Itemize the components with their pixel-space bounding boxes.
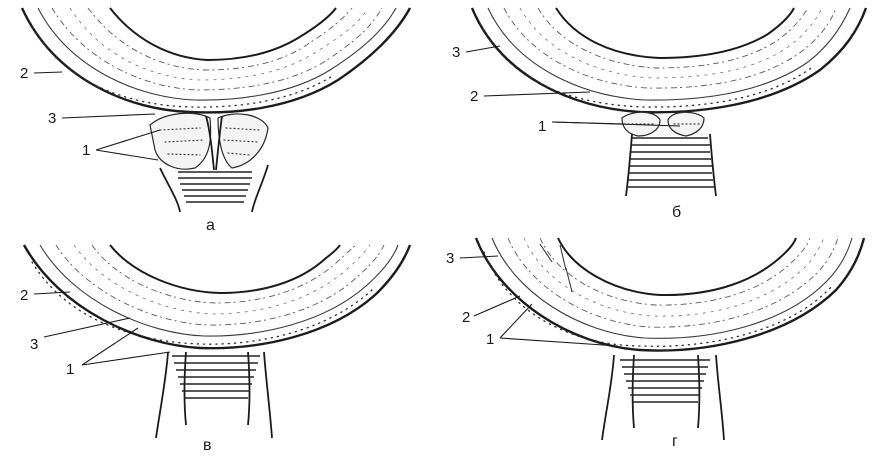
panel-b: 3 2 1 б bbox=[452, 8, 866, 221]
panel-c: 2 3 1 в bbox=[20, 245, 410, 453]
panel-d-label-2: 2 bbox=[462, 309, 470, 326]
panel-a: 2 3 1 а bbox=[20, 8, 410, 234]
panel-b-label-2: 2 bbox=[470, 88, 478, 105]
panel-c-label-3: 3 bbox=[30, 336, 38, 353]
panel-b-label-1: 1 bbox=[538, 118, 546, 135]
panel-d-label-1: 1 bbox=[486, 331, 494, 348]
panel-b-label-3: 3 bbox=[452, 44, 460, 61]
panel-b-caption: б bbox=[672, 204, 681, 221]
panel-c-label-1: 1 bbox=[66, 361, 74, 378]
panel-d-caption: г bbox=[672, 433, 678, 450]
panel-a-label-1: 1 bbox=[82, 142, 90, 159]
panel-a-label-2: 2 bbox=[20, 65, 28, 82]
panel-c-caption: в bbox=[203, 437, 212, 453]
panel-d-label-3: 3 bbox=[446, 250, 454, 267]
panel-c-label-2: 2 bbox=[20, 287, 28, 304]
panel-a-caption: а bbox=[206, 217, 215, 234]
panel-d: 3 2 1 г bbox=[446, 238, 864, 450]
panel-a-label-3: 3 bbox=[48, 110, 56, 127]
